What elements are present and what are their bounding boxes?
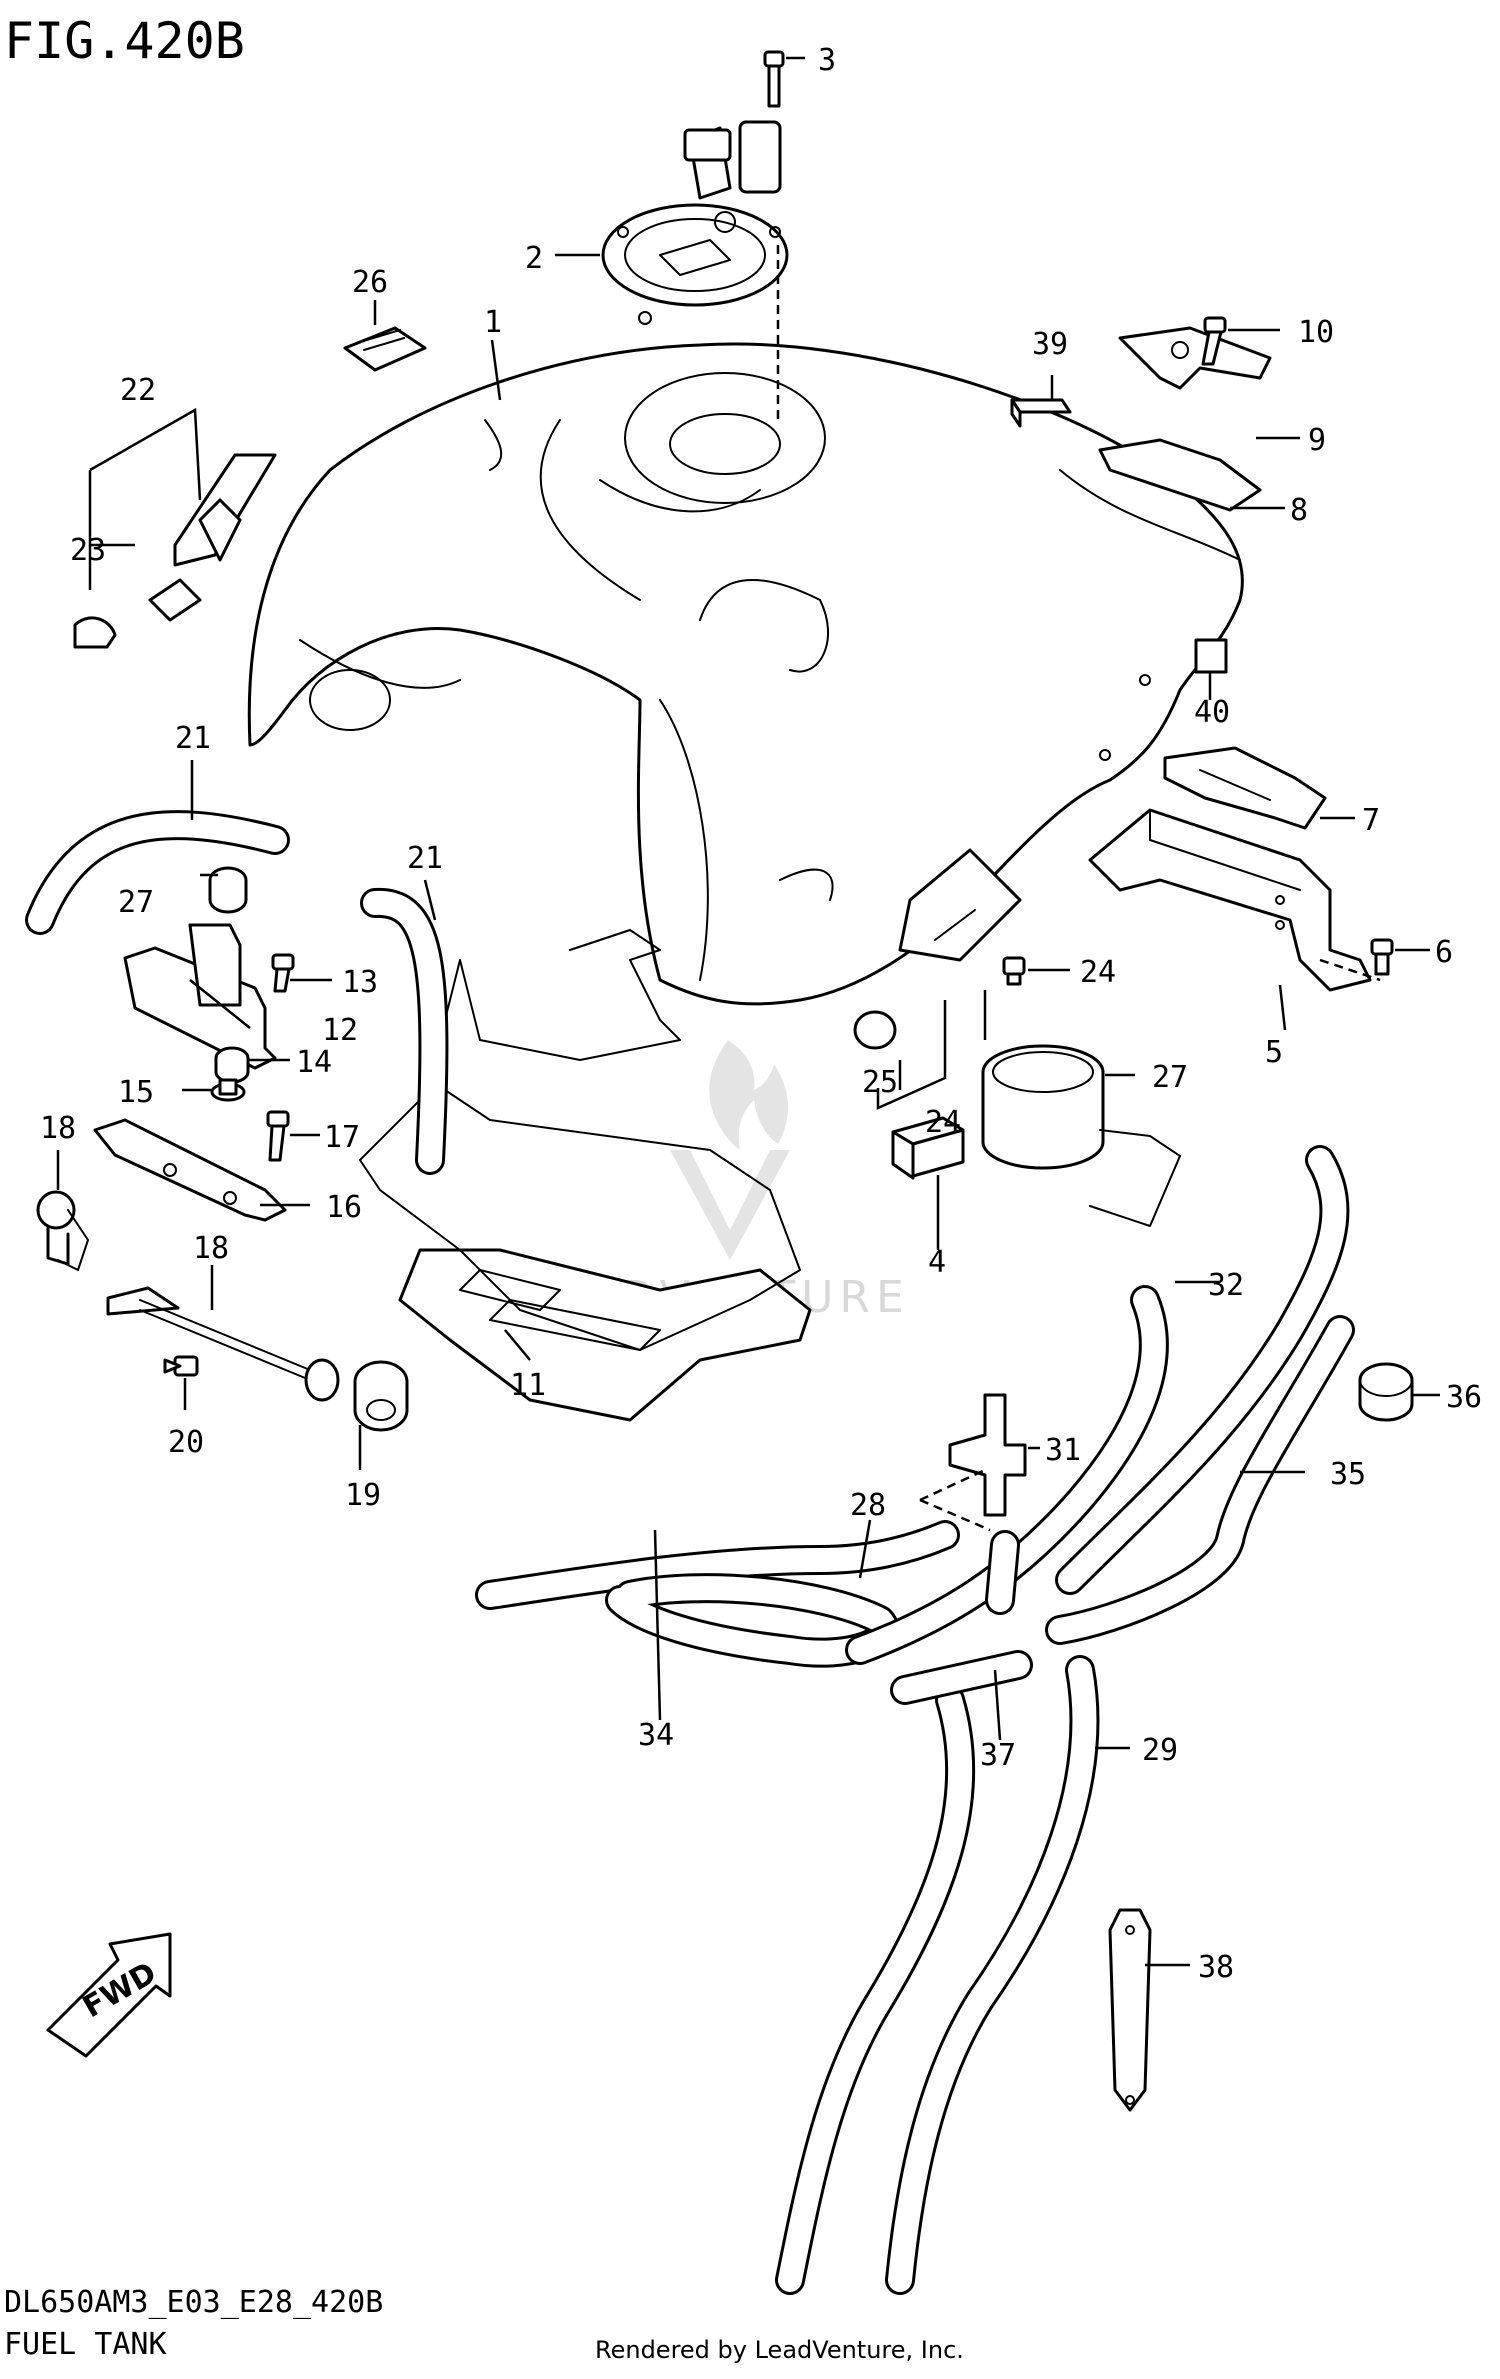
callout-19: 19 [345, 1478, 381, 1513]
callout-27: 26 [352, 265, 388, 300]
hose-30[interactable] [475, 1520, 960, 1610]
callout-32: 31 [1045, 1433, 1081, 1468]
bolt-17[interactable] [266, 1110, 290, 1162]
callout-39: 39 [1032, 327, 1068, 362]
fuel-tank[interactable] [247, 342, 1244, 1006]
callout-40: 40 [1194, 695, 1230, 730]
render-credit: Rendered by LeadVenture, Inc. [595, 2336, 964, 2364]
bolt-6[interactable] [1370, 938, 1394, 976]
callout-17: 17 [324, 1120, 360, 1155]
callout-8: 8 [1290, 493, 1308, 528]
bolt-13[interactable] [271, 953, 295, 993]
cushion-7[interactable] [1163, 746, 1327, 830]
cushion-28[interactable] [208, 866, 248, 914]
callout-2: 2 [525, 241, 543, 276]
bolt-10[interactable] [1201, 316, 1227, 366]
bolt-20[interactable] [163, 1355, 199, 1377]
cap-23[interactable] [73, 616, 117, 649]
bolt-26[interactable] [1002, 956, 1026, 986]
callout-24: 24 [925, 1105, 961, 1140]
callout-20: 20 [168, 1425, 204, 1460]
bracket-12[interactable] [123, 923, 277, 1070]
callout-36: 36 [1446, 1380, 1482, 1415]
label-27[interactable] [343, 326, 427, 372]
model-code: DL650AM3_E03_E28_420B [4, 2285, 383, 2320]
hose-35[interactable] [1045, 1315, 1355, 1645]
callout-25: 25 [862, 1065, 898, 1100]
clamp-38[interactable] [1108, 1908, 1152, 2112]
callout-numbers: 3 2 1 10 9 8 7 6 5 39 40 24 27 4 11 12 1… [40, 43, 1482, 1985]
hose-21-b[interactable] [360, 887, 449, 1175]
callout-6: 6 [1435, 935, 1453, 970]
forward-direction-arrow: FWD [46, 1932, 172, 2058]
tank-gasket-outline [359, 929, 801, 1351]
band-29-strap [1089, 1129, 1181, 1227]
bracket-5[interactable] [1088, 808, 1372, 992]
plate-16[interactable] [93, 1118, 287, 1222]
callout-21-a: 21 [175, 721, 211, 756]
cap-25[interactable] [853, 1010, 897, 1050]
callout-28: 27 [118, 885, 154, 920]
valve-24[interactable] [898, 848, 1022, 962]
callout-38: 38 [1198, 1950, 1234, 1985]
hose-21-a[interactable] [25, 810, 290, 935]
callout-21-b: 21 [407, 841, 443, 876]
figure-title: FIG.420B [4, 12, 245, 70]
cushion-block-4[interactable] [891, 1116, 965, 1180]
callout-3: 3 [818, 43, 836, 78]
callout-15: 15 [118, 1075, 154, 1110]
pad-40[interactable] [1194, 638, 1228, 674]
callout-37: 37 [980, 1738, 1016, 1773]
callout-14: 14 [296, 1045, 332, 1080]
callout-lines [56, 56, 1440, 1967]
callout-11: 11 [510, 1368, 546, 1403]
pad-39[interactable] [1010, 398, 1072, 428]
callout-10: 10 [1298, 315, 1334, 350]
hose-31[interactable] [885, 1655, 1100, 2295]
callout-12: 12 [322, 1013, 358, 1048]
hose-31-a[interactable] [775, 1685, 976, 2295]
grommet-14[interactable] [214, 1046, 250, 1084]
collar-15[interactable] [210, 1078, 246, 1102]
pipe-37[interactable] [890, 1650, 1033, 1705]
stay-rod-18-b[interactable] [106, 1286, 340, 1402]
hose-main[interactable] [845, 1285, 1169, 1665]
callout-13: 13 [342, 965, 378, 1000]
section-name: FUEL TANK [4, 2327, 167, 2362]
fuel-tank-cap[interactable] [601, 120, 789, 325]
callout-34: 34 [638, 1718, 674, 1753]
callout-16: 16 [326, 1190, 362, 1225]
callout-4: 4 [928, 1245, 946, 1280]
callout-9: 9 [1308, 423, 1326, 458]
hose-33[interactable] [1055, 1145, 1350, 1595]
grommet-19[interactable] [353, 1360, 409, 1432]
callout-26: 24 [1080, 955, 1116, 990]
joint-32[interactable] [948, 1393, 1027, 1615]
callout-7: 7 [1362, 803, 1380, 838]
plate-9[interactable] [1118, 326, 1272, 390]
callout-35: 35 [1330, 1457, 1366, 1492]
cushion-8[interactable] [1098, 438, 1262, 512]
callout-30: 28 [850, 1488, 886, 1523]
callout-33: 32 [1208, 1268, 1244, 1303]
callout-1: 1 [484, 305, 502, 340]
callout-31: 29 [1142, 1733, 1178, 1768]
screw-3[interactable] [763, 50, 785, 108]
band-29[interactable] [981, 1044, 1105, 1170]
callout-29: 27 [1152, 1060, 1188, 1095]
clamp-18-a[interactable] [36, 1190, 89, 1271]
hose-34[interactable] [605, 1573, 900, 1668]
callout-18-a: 18 [40, 1111, 76, 1146]
cap-36[interactable] [1358, 1362, 1414, 1422]
callout-5: 5 [1265, 1035, 1283, 1070]
callout-23: 23 [70, 533, 106, 568]
clip-22[interactable] [148, 453, 277, 622]
callout-18-b: 18 [193, 1231, 229, 1266]
callout-22: 22 [120, 373, 156, 408]
cushion-mat-11[interactable] [398, 1248, 812, 1422]
